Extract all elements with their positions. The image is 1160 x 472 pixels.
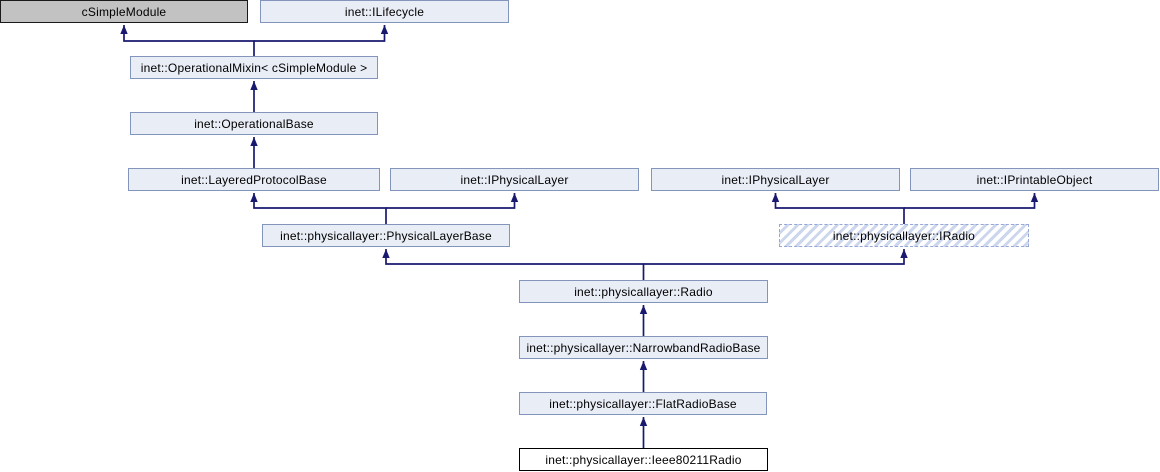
edge-physicallayerbase-layeredprotocolbase	[250, 193, 387, 224]
class-node-flatradiobase[interactable]: inet::physicallayer::FlatRadioBase	[519, 392, 767, 415]
edge-operationalmixin-ilifecycle	[254, 25, 389, 42]
class-node-csimplemodule[interactable]: cSimpleModule	[0, 0, 248, 23]
class-node-iprintableobject[interactable]: inet::IPrintableObject	[910, 168, 1159, 191]
class-node-iphysicallayer-right[interactable]: inet::IPhysicalLayer	[651, 168, 900, 191]
class-node-operationalbase[interactable]: inet::OperationalBase	[130, 112, 378, 135]
class-node-ilifecycle[interactable]: inet::ILifecycle	[260, 0, 509, 23]
class-node-iradio[interactable]: inet::physicallayer::IRadio	[779, 224, 1029, 247]
class-node-ieee80211radio: inet::physicallayer::Ieee80211Radio	[519, 448, 768, 471]
edge-radio-physicallayerbase	[382, 249, 645, 280]
class-node-iphysicallayer-left[interactable]: inet::IPhysicalLayer	[390, 168, 639, 191]
class-node-radio[interactable]: inet::physicallayer::Radio	[519, 280, 768, 303]
class-node-narrowbandradiobase[interactable]: inet::physicallayer::NarrowbandRadioBase	[519, 336, 768, 359]
class-node-layeredprotocolbase[interactable]: inet::LayeredProtocolBase	[128, 168, 380, 191]
class-node-operationalmixin[interactable]: inet::OperationalMixin< cSimpleModule >	[130, 56, 378, 79]
edge-operationalmixin-csimplemodule	[120, 25, 255, 56]
edge-physicallayerbase-iphysicallayer	[386, 193, 519, 209]
class-node-physicallayerbase[interactable]: inet::physicallayer::PhysicalLayerBase	[262, 224, 510, 247]
edge-radio-iradio	[643, 249, 908, 265]
edge-iradio-iphysicallayer	[771, 193, 905, 224]
edge-iradio-iprintableobject	[904, 193, 1039, 209]
